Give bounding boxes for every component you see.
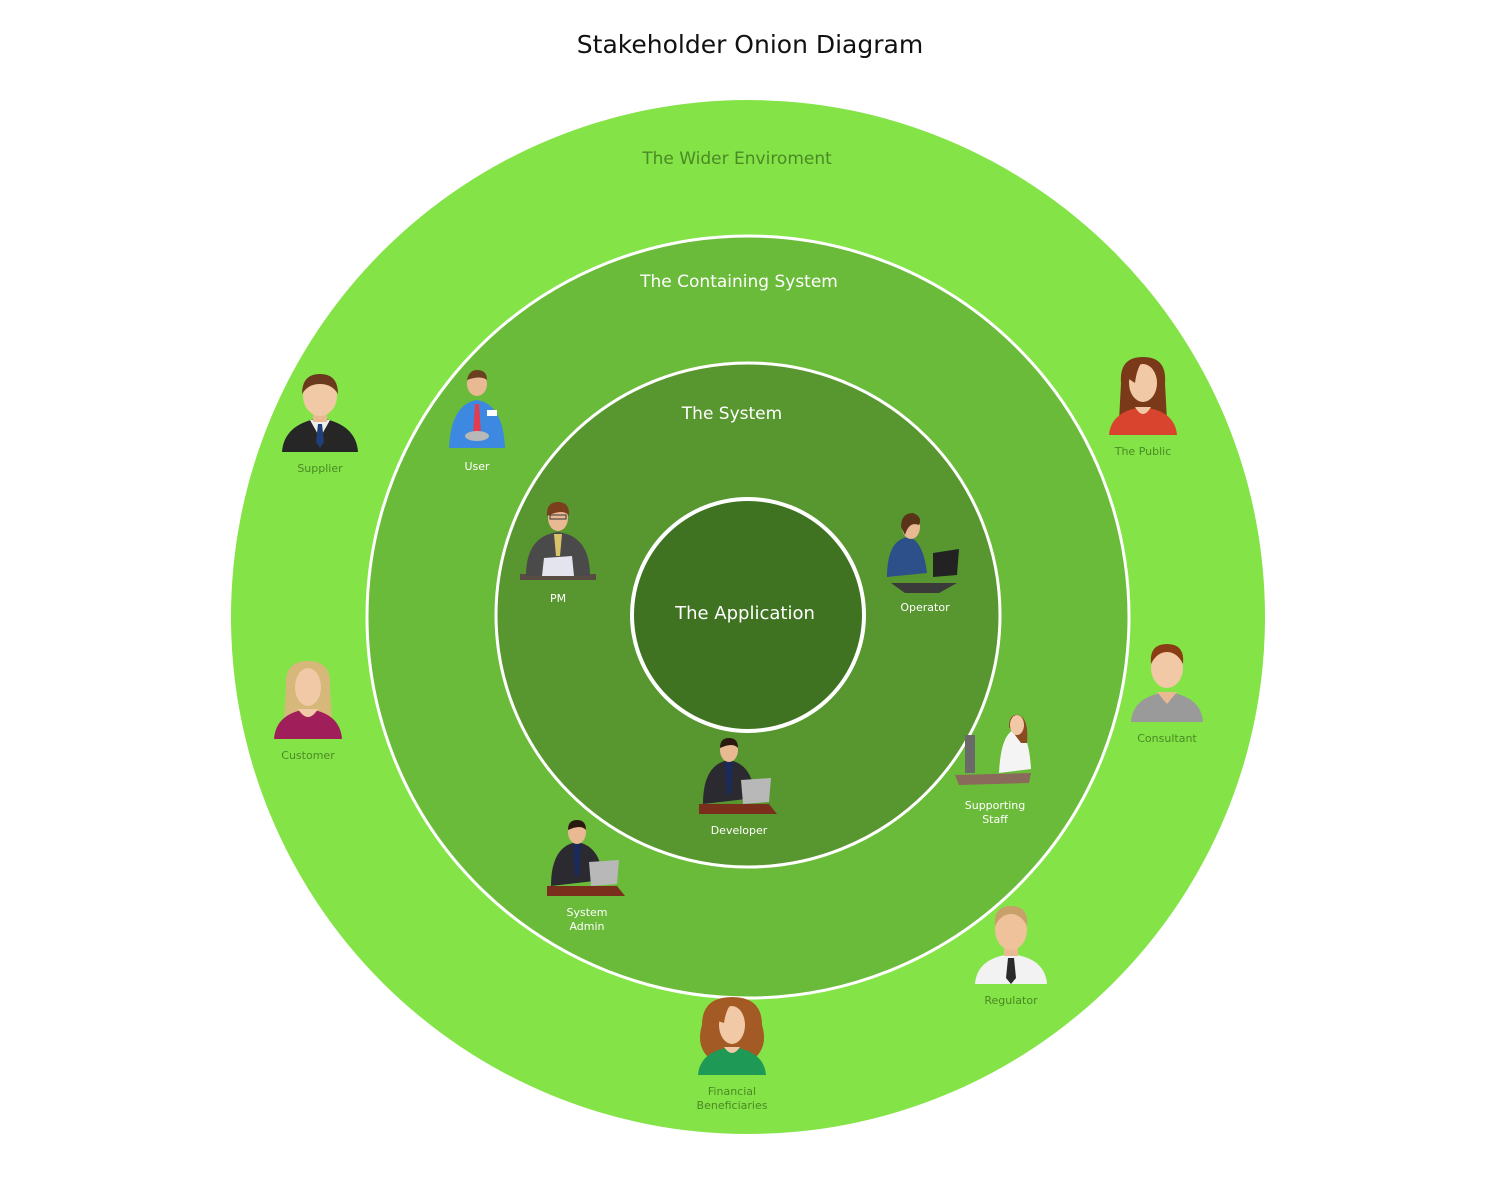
stakeholder-label: System Admin — [566, 906, 608, 933]
stakeholder-financial-beneficiaries[interactable]: Financial Beneficiaries — [672, 995, 792, 1113]
stakeholder-regulator[interactable]: Regulator — [951, 904, 1071, 1008]
ring-label-system: The System — [681, 404, 783, 424]
woman-at-laptop-icon — [887, 513, 959, 593]
businessman-avatar-icon — [282, 374, 358, 452]
man-at-desk-laptop-icon — [547, 820, 625, 896]
stakeholder-label: Financial Beneficiaries — [696, 1085, 768, 1112]
stakeholder-label: The Public — [1114, 445, 1172, 458]
ring-label-wider: The Wider Enviroment — [642, 149, 832, 169]
stakeholder-label: Operator — [900, 601, 950, 614]
user-with-device-icon — [449, 370, 505, 448]
man-at-desk-laptop-icon — [699, 738, 777, 814]
stakeholder-label: Supporting Staff — [964, 799, 1026, 826]
curly-haired-woman-avatar-icon — [698, 997, 766, 1075]
stakeholder-system-admin[interactable]: System Admin — [527, 820, 647, 934]
man-avatar-icon — [1131, 644, 1203, 722]
stakeholder-consultant[interactable]: Consultant — [1107, 642, 1227, 746]
ring-label-containing: The Containing System — [640, 272, 838, 292]
blonde-woman-avatar-icon — [274, 661, 342, 739]
stakeholder-label: User — [464, 460, 490, 473]
ring-application — [630, 497, 866, 733]
stakeholder-supporting-staff[interactable]: Supporting Staff — [935, 713, 1055, 827]
man-reading-paper-icon — [520, 502, 596, 580]
stakeholder-the-public[interactable]: The Public — [1083, 355, 1203, 459]
stakeholder-developer[interactable]: Developer — [679, 738, 799, 838]
stakeholder-pm[interactable]: PM — [498, 502, 618, 606]
stakeholder-supplier[interactable]: Supplier — [260, 372, 380, 476]
stakeholder-label: Developer — [710, 824, 768, 837]
woman-at-computer-icon — [955, 714, 1031, 785]
stakeholder-operator[interactable]: Operator — [865, 513, 985, 615]
stakeholder-label: PM — [549, 592, 567, 605]
stakeholder-label: Customer — [281, 749, 335, 762]
stakeholder-customer[interactable]: Customer — [248, 659, 368, 763]
woman-avatar-icon — [1109, 357, 1177, 435]
stakeholder-label: Supplier — [297, 462, 343, 475]
stakeholder-label: Regulator — [984, 994, 1038, 1007]
stakeholder-label: Consultant — [1137, 732, 1197, 745]
ring-label-application: The Application — [675, 603, 815, 624]
diagram-title: Stakeholder Onion Diagram — [576, 30, 924, 59]
man-white-shirt-avatar-icon — [975, 906, 1047, 984]
stakeholder-user[interactable]: User — [417, 370, 537, 474]
